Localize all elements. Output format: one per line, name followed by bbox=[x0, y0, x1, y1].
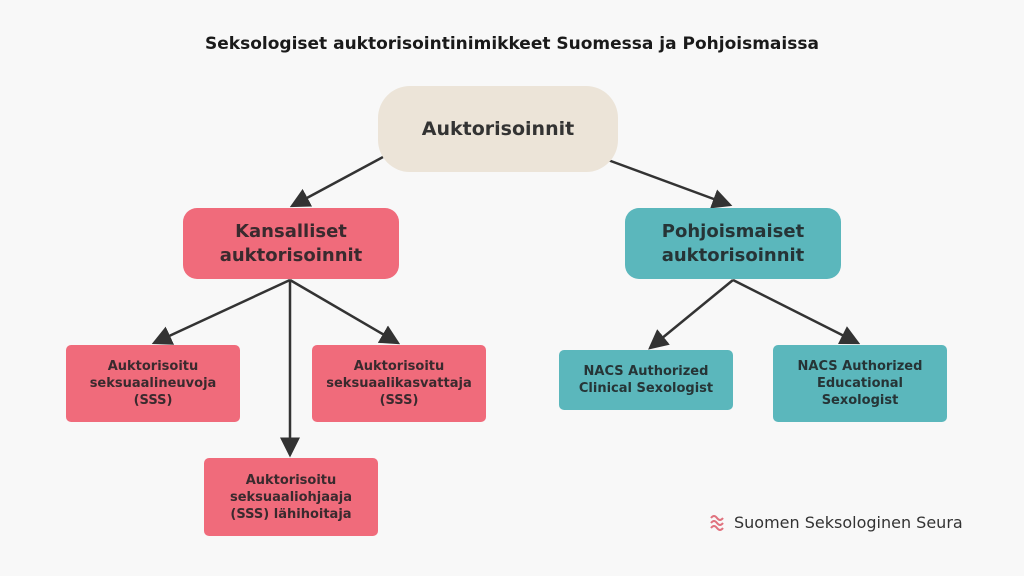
arrow-root-national bbox=[289, 155, 384, 208]
logo-text: Suomen Seksologinen Seura bbox=[734, 512, 963, 532]
leaf-seksuaaliohjaaja: Auktorisoitu seksuaaliohjaaja (SSS) lähi… bbox=[204, 458, 378, 536]
leaf-clinical-sexologist: NACS Authorized Clinical Sexologist bbox=[559, 350, 733, 410]
nordic-node: Pohjoismaiset auktorisoinnit bbox=[625, 208, 841, 279]
leaf-educational-sexologist: NACS Authorized Educational Sexologist bbox=[773, 345, 947, 422]
leaf-seksuaalikasvattaja: Auktorisoitu seksuaalikasvattaja (SSS) bbox=[312, 345, 486, 422]
waves-logo-icon bbox=[710, 515, 724, 531]
arrow-nordic-leaf2 bbox=[732, 278, 861, 345]
diagram-title: Seksologiset auktorisointinimikkeet Suom… bbox=[205, 34, 819, 54]
root-node: Auktorisoinnit bbox=[378, 86, 618, 172]
leaf-seksuaalineuvoja: Auktorisoitu seksuaalineuvoja (SSS) bbox=[66, 345, 240, 422]
national-node: Kansalliset auktorisoinnit bbox=[183, 208, 399, 279]
arrow-national-leaf2 bbox=[289, 278, 401, 345]
arrow-root-nordic bbox=[607, 158, 733, 209]
logo: Suomen Seksologinen Seura bbox=[708, 512, 963, 532]
arrow-national-leaf1 bbox=[151, 278, 291, 345]
arrow-nordic-leaf1 bbox=[648, 279, 734, 350]
